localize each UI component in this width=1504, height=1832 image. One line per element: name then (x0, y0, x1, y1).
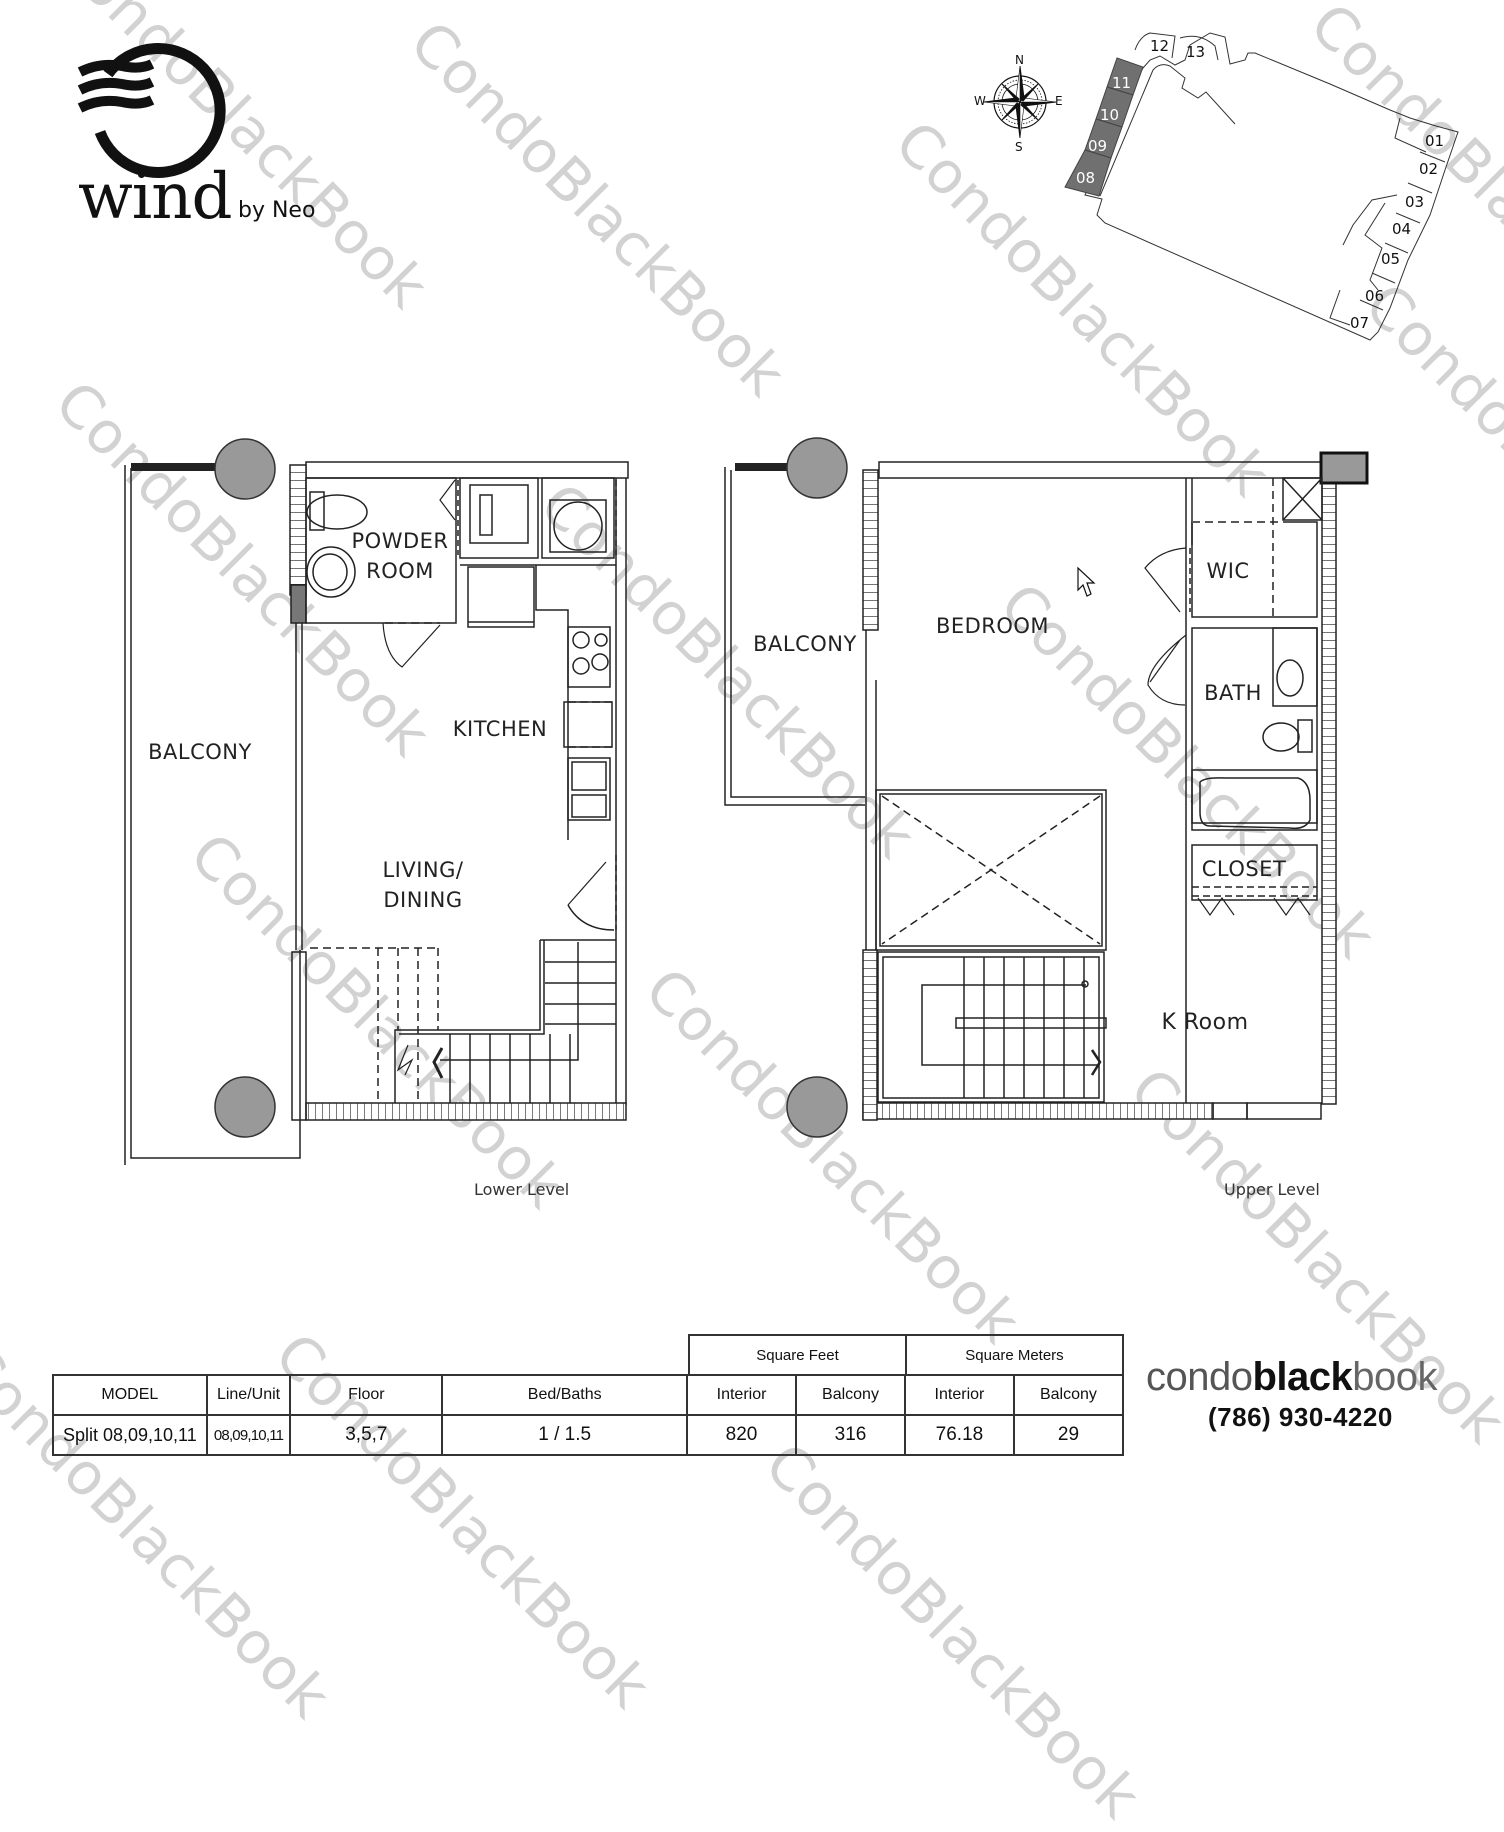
condoblackbook-logo: condoblackbook (1146, 1355, 1438, 1400)
table-row: Split 08,09,10,11 08,09,10,11 3,5,7 1 / … (52, 1414, 1125, 1456)
unit-label-07: 07 (1350, 314, 1370, 332)
col-header-bed-baths: Bed/Baths (441, 1374, 689, 1416)
col-header-sqm-balcony: Balcony (1012, 1374, 1125, 1416)
room-label-closet: CLOSET (1201, 857, 1287, 881)
col-header-sqm-interior: Interior (904, 1374, 1015, 1416)
compass-west-label: W (974, 94, 986, 108)
room-label-bedroom: BEDROOM (935, 614, 1050, 638)
room-label-powder-room: POWDER ROOM (345, 526, 455, 586)
brand-part-book: book (1352, 1355, 1438, 1399)
powder-room-line2: ROOM (366, 559, 434, 583)
unit-label-06: 06 (1365, 287, 1385, 305)
spec-table-main: MODEL Line/Unit Floor Bed/Baths Interior… (52, 1374, 1125, 1456)
wind-logo-icon (77, 42, 226, 178)
room-label-k-room: K Room (1161, 1010, 1249, 1035)
unit-label-02: 02 (1419, 160, 1439, 178)
cell-line-unit: 08,09,10,11 (205, 1414, 292, 1456)
brand-part-condo: condo (1146, 1355, 1253, 1399)
cell-sqft-interior: 820 (686, 1414, 797, 1456)
lower-level-caption: Lower Level (474, 1180, 570, 1199)
unit-label-11: 11 (1112, 74, 1132, 92)
unit-label-09: 09 (1088, 137, 1108, 155)
table-header-row: MODEL Line/Unit Floor Bed/Baths Interior… (52, 1374, 1125, 1416)
upper-level-drawing (724, 437, 1369, 1138)
col-header-sqft-balcony: Balcony (794, 1374, 907, 1416)
unit-label-12: 12 (1150, 37, 1170, 55)
room-label-wic: WIC (1206, 559, 1250, 583)
mouse-cursor-icon (1077, 566, 1096, 597)
unit-label-04: 04 (1392, 220, 1412, 238)
unit-label-05: 05 (1381, 250, 1401, 268)
room-label-kitchen: KITCHEN (452, 717, 548, 741)
living-line2: DINING (383, 888, 463, 912)
logo-suffix: by Neo (238, 198, 316, 223)
room-label-bath: BATH (1204, 681, 1262, 705)
lower-level-drawing (124, 438, 629, 1165)
unit-label-08: 08 (1076, 169, 1096, 187)
unit-label-01: 01 (1425, 132, 1445, 150)
col-header-line-unit: Line/Unit (205, 1374, 292, 1416)
cell-bed-baths: 1 / 1.5 (441, 1414, 689, 1456)
col-header-floor: Floor (289, 1374, 444, 1416)
cell-model: Split 08,09,10,11 (52, 1414, 208, 1456)
col-header-model: MODEL (52, 1374, 208, 1416)
room-label-balcony-lower: BALCONY (148, 740, 252, 764)
unit-label-13: 13 (1186, 43, 1206, 61)
cell-sqm-balcony: 29 (1012, 1414, 1125, 1456)
powder-room-line1: POWDER (351, 529, 449, 553)
unit-label-03: 03 (1405, 193, 1425, 211)
room-label-living-dining: LIVING/ DINING (368, 855, 478, 915)
compass-north-label: N (1015, 53, 1024, 67)
cell-sqm-interior: 76.18 (904, 1414, 1015, 1456)
cell-sqft-balcony: 316 (794, 1414, 907, 1456)
compass-east-label: E (1055, 94, 1063, 108)
upper-level-caption: Upper Level (1224, 1180, 1320, 1199)
header-square-meters: Square Meters (905, 1334, 1124, 1376)
brand-part-black: black (1252, 1355, 1353, 1399)
site-plan-outline (983, 32, 1459, 341)
header-square-feet: Square Feet (688, 1334, 907, 1376)
compass-south-label: S (1015, 140, 1023, 154)
unit-label-10: 10 (1100, 106, 1120, 124)
logo-wordmark: wind (78, 160, 232, 234)
cell-floor: 3,5,7 (289, 1414, 444, 1456)
col-header-sqft-interior: Interior (686, 1374, 797, 1416)
phone-number: (786) 930-4220 (1208, 1402, 1393, 1432)
living-line1: LIVING/ (382, 858, 464, 882)
room-label-balcony-upper: BALCONY (753, 632, 857, 656)
spec-table: Square Feet Square Meters (688, 1334, 1124, 1376)
